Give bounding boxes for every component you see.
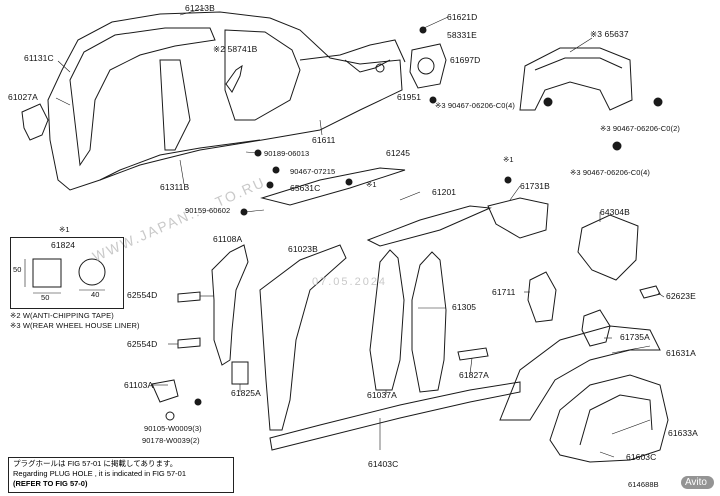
rocker-panel-inner bbox=[269, 381, 521, 451]
rear-wheel-house-liner bbox=[519, 47, 663, 151]
label-64304B: 64304B bbox=[600, 207, 630, 217]
note-line-3: (REFER TO FIG 57-0) bbox=[13, 479, 88, 488]
label-61711: 61711 bbox=[492, 287, 516, 297]
label-61631A: 61631A bbox=[666, 348, 696, 358]
label-61023B: 61023B bbox=[288, 244, 318, 254]
label-90467-a: ※3 90467-06206-C0(4) bbox=[435, 101, 515, 110]
quarter-inner-panel bbox=[487, 197, 549, 239]
front-pillar-bracket bbox=[151, 379, 179, 403]
label-61611: 61611 bbox=[312, 135, 336, 145]
plug-hole-note: プラグホールは FIG 57-01 に掲載してあります。 Regarding P… bbox=[8, 457, 234, 493]
roof-side-rail-inner bbox=[260, 167, 406, 206]
fuel-filler-housing bbox=[409, 43, 447, 89]
rear-wheel-house-inner bbox=[549, 374, 669, 463]
label-61827A: 61827A bbox=[459, 370, 489, 380]
tape-62554D-upper bbox=[177, 291, 201, 303]
label-61735A: 61735A bbox=[620, 332, 650, 342]
note-line-1: プラグホールは FIG 57-01 に掲載してあります。 bbox=[13, 459, 178, 468]
wheel-house-extension bbox=[581, 309, 611, 347]
label-90467-b: ※3 90467-06206-C0(2) bbox=[600, 124, 680, 133]
label-61131C: 61131C bbox=[24, 53, 54, 63]
label-61633A: 61633A bbox=[668, 428, 698, 438]
label-65637: ※3 65637 bbox=[590, 29, 629, 39]
label-90178: 90178-W0039(2) bbox=[142, 436, 200, 445]
legend-note-3: ※3 W(REAR WHEEL HOUSE LINER) bbox=[10, 321, 140, 330]
label-61825A: 61825A bbox=[231, 388, 261, 398]
body-side-outer-panel bbox=[47, 11, 406, 191]
tape-61825A bbox=[231, 361, 249, 385]
roof-side-rail-outer bbox=[366, 205, 492, 247]
avito-badge: Avito bbox=[680, 476, 714, 489]
tape-62554D-lower bbox=[177, 337, 201, 349]
tape-61827A bbox=[457, 347, 489, 361]
label-62623E: 62623E bbox=[666, 291, 696, 301]
label-90467-d: 90467-07215 bbox=[290, 167, 336, 176]
label-61311B: 61311B bbox=[160, 182, 190, 192]
leader-lines bbox=[55, 7, 665, 458]
legend-dim-height: 50 bbox=[13, 265, 22, 274]
tape-62623E bbox=[639, 285, 661, 299]
label-62554D-upper: 62554D bbox=[127, 290, 158, 300]
label-61103A: 61103A bbox=[124, 380, 154, 390]
label-90159: 90159-60602 bbox=[185, 206, 231, 215]
legend-dim-width: 50 bbox=[41, 293, 50, 302]
label-61027A: 61027A bbox=[8, 92, 38, 102]
hole-legend: ※1 61824 50 50 40 bbox=[10, 225, 124, 309]
front-pillar-inner bbox=[211, 244, 249, 366]
label-61403C: 61403C bbox=[368, 459, 399, 469]
label-61697D: 61697D bbox=[450, 55, 481, 65]
label-61603C: 61603C bbox=[626, 452, 657, 462]
label-61201: 61201 bbox=[432, 187, 457, 197]
legend-square-hole bbox=[32, 258, 62, 288]
label-61245: 61245 bbox=[386, 148, 411, 158]
rear-wheel-arch-outer bbox=[499, 325, 661, 421]
label-61951: 61951 bbox=[397, 92, 422, 102]
label-90467-c: ※3 90467-06206-C0(4) bbox=[570, 168, 650, 177]
watermark-date: 07.05.2024 bbox=[312, 276, 388, 288]
legend-dim-diameter: 40 bbox=[91, 290, 100, 299]
label-61731B: 61731B bbox=[520, 181, 550, 191]
legend-note-2: ※2 W(ANTI-CHIPPING TAPE) bbox=[10, 311, 114, 320]
legend-round-hole bbox=[78, 258, 106, 286]
front-pillar-reinforcement bbox=[21, 103, 49, 141]
label-65631C: 65631C bbox=[290, 183, 321, 193]
label-61037A: 61037A bbox=[367, 390, 397, 400]
label-61108A: 61108A bbox=[213, 234, 243, 244]
anti-chipping-tape bbox=[225, 64, 243, 93]
quarter-pillar bbox=[411, 251, 447, 393]
label-61213B: 61213B bbox=[185, 3, 215, 13]
rear-bracket bbox=[577, 214, 639, 281]
legend-star1: ※1 bbox=[59, 225, 70, 234]
legend-part-number: 61824 bbox=[51, 240, 76, 250]
label-star1-b: ※1 bbox=[503, 155, 514, 164]
diagram-code: 614688B bbox=[628, 480, 659, 489]
label-61305: 61305 bbox=[452, 302, 477, 312]
quarter-inner-lower bbox=[527, 271, 557, 323]
label-58331E: 58331E bbox=[447, 30, 477, 40]
note-line-2: Regarding PLUG HOLE , it is indicated in… bbox=[13, 469, 186, 478]
label-star1-a: ※1 bbox=[366, 180, 377, 189]
label-61621D: 61621D bbox=[447, 12, 478, 22]
label-58741B: ※2 58741B bbox=[213, 44, 258, 54]
center-pillar-reinforcement bbox=[369, 249, 405, 391]
center-pillar-inner bbox=[259, 244, 347, 431]
label-90105: 90105-W0009(3) bbox=[144, 424, 202, 433]
label-62554D-lower: 62554D bbox=[127, 339, 158, 349]
label-90189: 90189-06013 bbox=[264, 149, 310, 158]
